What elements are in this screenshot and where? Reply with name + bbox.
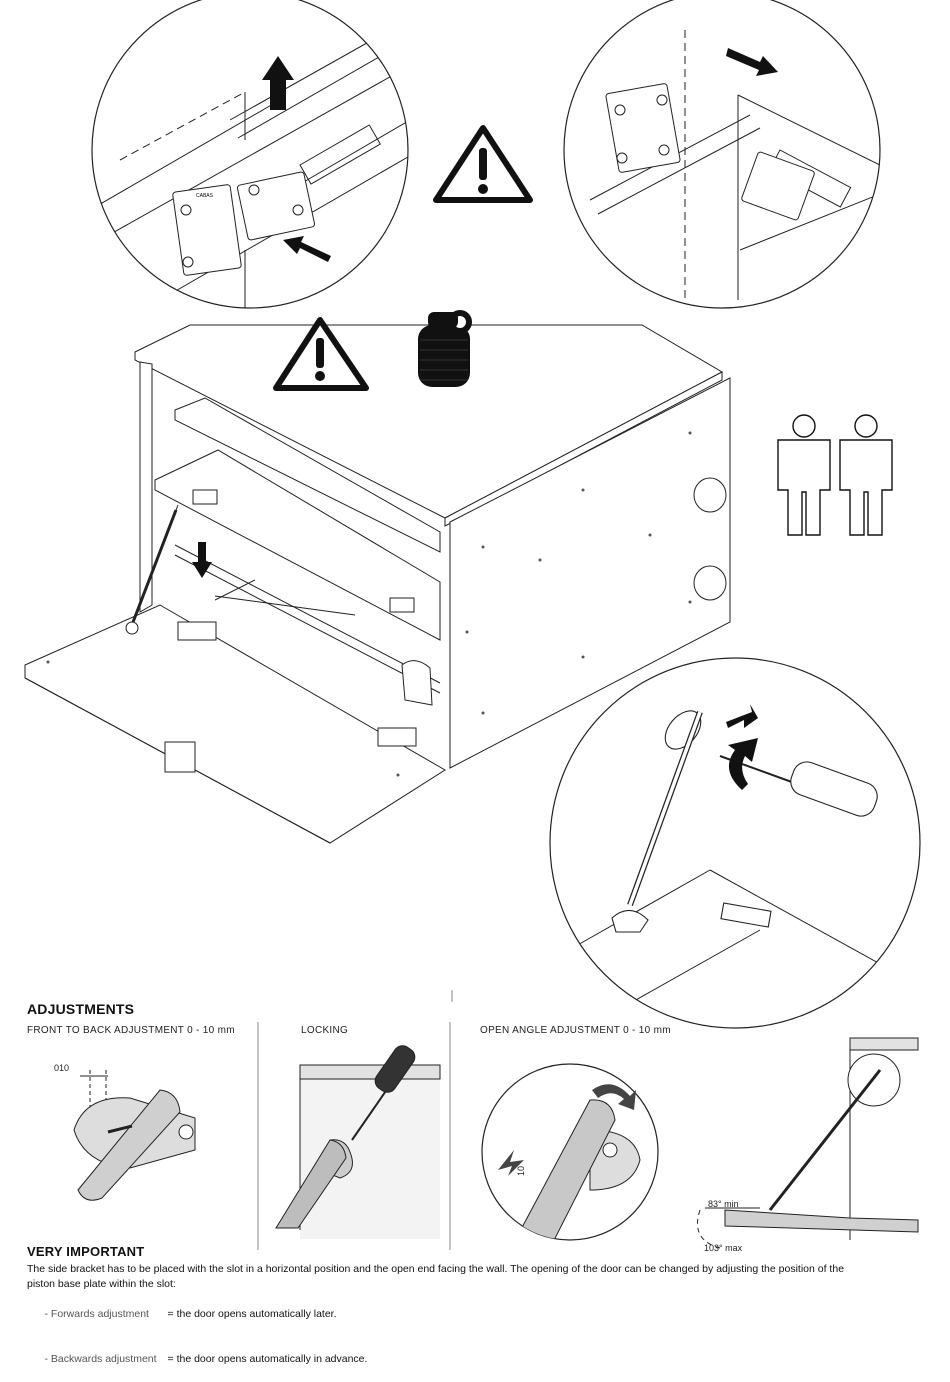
open-angle-dimension: 10 — [516, 1165, 526, 1176]
important-line-1: The side bracket has to be placed with t… — [27, 1263, 845, 1275]
rotate-arrow-icon — [728, 738, 758, 790]
two-persons-icon — [777, 414, 893, 536]
locking-label: LOCKING — [301, 1025, 349, 1036]
front-back-adjust-drawing — [73, 1070, 196, 1201]
open-angle-detail-circle — [481, 1063, 659, 1241]
very-important-title: VERY IMPORTANT — [27, 1244, 145, 1259]
detail-circle-hinge-left: CABAS — [91, 0, 409, 309]
adjust-arrow-icon — [498, 1150, 524, 1176]
left-arrow-icon — [726, 704, 758, 728]
angle-min-label: 83° min — [708, 1199, 739, 1209]
open-angle-adjustment-label: OPEN ANGLE ADJUSTMENT 0 - 10 mm — [480, 1025, 671, 1036]
front-back-adjustment-label: FRONT TO BACK ADJUSTMENT 0 - 10 mm — [27, 1025, 235, 1036]
push-arrow-icon — [283, 236, 331, 262]
down-arrow-icon — [192, 542, 212, 578]
warning-icon — [433, 125, 533, 203]
detail-circle-hinge-right — [563, 0, 881, 309]
locking-drawing — [275, 1045, 441, 1239]
warning-icon-heavy — [273, 317, 369, 391]
door-angle-drawing — [697, 1037, 919, 1249]
backward-adjustment-label: - Backwards adjustment — [44, 1353, 157, 1365]
important-line-2: piston base plate within the slot: — [27, 1278, 176, 1290]
forward-adjustment-label: - Forwards adjustment — [44, 1308, 149, 1320]
cabinet-drawing — [24, 324, 731, 844]
adjustments-title: ADJUSTMENTS — [27, 1001, 135, 1017]
weight-icon — [418, 310, 472, 387]
important-text: The side bracket has to be placed with t… — [27, 1262, 932, 1382]
hinge-plate-text: CABAS — [196, 193, 214, 199]
front-back-dimension: 010 — [54, 1063, 70, 1073]
up-arrow-icon — [262, 56, 294, 110]
rotate-arrow-icon — [592, 1084, 636, 1110]
detail-circle-piston — [549, 657, 921, 1029]
right-arrow-icon — [726, 48, 778, 76]
backward-adjustment-text: = the door opens automatically in advanc… — [167, 1353, 368, 1365]
angle-max-label: 103° max — [704, 1243, 743, 1253]
forward-adjustment-text: = the door opens automatically later. — [167, 1308, 337, 1320]
